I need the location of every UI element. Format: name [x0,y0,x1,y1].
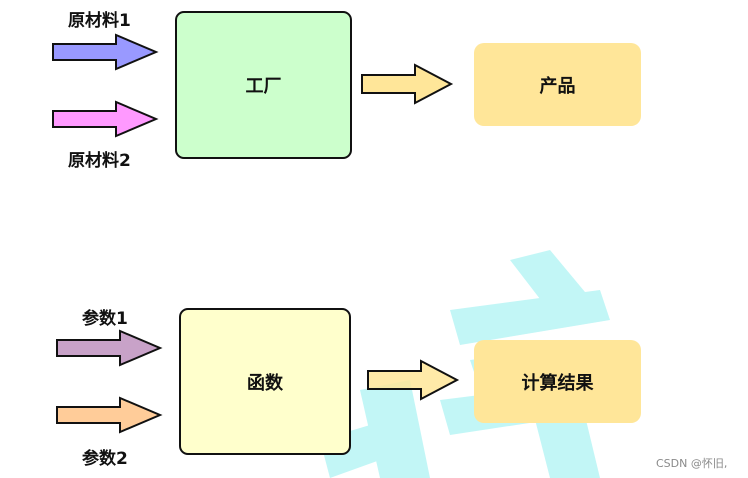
result-label: 计算结果 [521,372,594,394]
product-label: 产品 [539,75,576,97]
input2-arrow-top [52,100,159,138]
input1-label-top: 原材料1 [68,11,131,31]
input1-arrow-top [52,33,159,71]
input2-label-top: 原材料2 [68,151,131,171]
factory-label: 工厂 [245,76,282,97]
result-box: 计算结果 [474,340,641,423]
output-arrow-top [361,63,454,105]
input1-label-bottom: 参数1 [82,309,128,329]
input1-arrow-bottom [56,329,163,367]
function-box: 函数 [179,308,351,455]
product-box: 产品 [474,43,641,126]
input2-arrow-bottom [56,396,163,434]
output-arrow-bottom [367,359,460,401]
factory-box: 工厂 [175,11,352,159]
input2-label-bottom: 参数2 [82,449,128,469]
function-label: 函数 [247,372,283,394]
csdn-credit: CSDN @怀旧, [656,457,728,470]
